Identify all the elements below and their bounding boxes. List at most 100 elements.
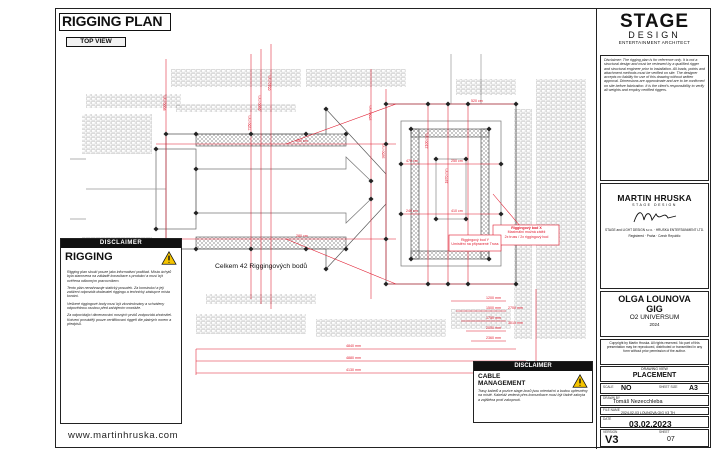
callouts xyxy=(448,224,560,252)
rigging-point xyxy=(248,246,254,252)
dim-v-5: 3850 mm xyxy=(381,143,386,159)
cable-disclaimer-title: CABLE MANAGEMENT xyxy=(478,373,526,387)
project-artist: OLGA LOUNOVA xyxy=(618,294,691,304)
drawn-label: DRAWN BY xyxy=(603,396,621,400)
dim-small-2: 240 cm xyxy=(406,209,418,213)
dim-h-0: 4840 mm xyxy=(346,344,361,348)
dim-h-2: 4130 mm xyxy=(346,368,361,372)
dim-v-2: 7350 mm xyxy=(247,115,252,131)
dim-small-1: 250 cm xyxy=(451,159,463,163)
size-value: A3 xyxy=(689,385,698,392)
sheet-value: 07 xyxy=(667,436,675,443)
date-label: DATE xyxy=(603,417,612,421)
size-label: SHEET SIZE xyxy=(659,385,678,389)
callout-x-line2: 2x truss / 2x riggingový bod xyxy=(504,234,549,239)
file-row: FILE NAME 2024-02-03 LOUNOVA GIG V3 TH xyxy=(600,407,709,415)
signature-icon xyxy=(633,212,676,223)
rigging-point xyxy=(433,156,439,162)
center-label: Celkem 42 Riggingových bodů xyxy=(215,263,308,270)
dim-v-0: 6510 mm xyxy=(267,75,272,91)
rigging-point xyxy=(513,281,519,287)
dim-h-6: 2000 mm xyxy=(486,326,501,330)
rigging-disclaimer: DISCLAIMER RIGGING Rigging plan slouží p… xyxy=(60,238,182,424)
rigging-point xyxy=(368,178,374,184)
rigging-point xyxy=(465,281,471,287)
project-venue: O2 UNIVERSUM xyxy=(629,314,680,321)
designer-address: STAGE and LIGHT DESIGN s.r.o. · HRUSKA E… xyxy=(605,228,705,232)
rigging-point xyxy=(323,266,329,272)
project-year: 2024 xyxy=(649,322,660,327)
rigging-point xyxy=(498,161,504,167)
cable-disclaimer-text: Trasy kabelů a pozice stage-boxů jsou or… xyxy=(478,389,588,402)
dim-h-4: 1500 mm xyxy=(486,306,501,310)
callout-x-title: Riggingový bod X xyxy=(511,226,542,230)
rigging-point xyxy=(383,236,389,242)
warning-icon xyxy=(572,374,588,388)
dim-v-6: 2100 mm xyxy=(424,133,429,149)
dim-h-5: 1750 mm xyxy=(486,316,501,320)
rigging-point xyxy=(163,131,169,137)
drawing-view-value: PLACEMENT xyxy=(632,372,677,379)
rigging-points xyxy=(153,101,519,287)
project-box: OLGA LOUNOVA GIG O2 UNIVERSUM 2024 xyxy=(600,291,709,337)
copyright-note: Copyright by Martin Hruska. All rights r… xyxy=(600,339,709,365)
designer-subtitle: STAGE DESIGN xyxy=(632,203,677,207)
stage-design-logo: STAGE DESIGN ENTERTAINMENT ARCHITECT xyxy=(597,11,712,46)
rigging-plan-drawing xyxy=(70,44,586,375)
rigging-point xyxy=(498,211,504,217)
dim-small-4: 350 cm xyxy=(296,139,308,143)
rigging-paragraph-3: Veškeré riggingové body musí být zkontro… xyxy=(67,301,165,311)
website-url[interactable]: www.martinhruska.com xyxy=(68,430,179,441)
dim-small-6: 520 cm xyxy=(471,99,483,103)
drawing-area: 4840 mm 4880 mm 4130 mm 1200 mm 1500 mm … xyxy=(56,9,597,449)
scale-value: NO xyxy=(621,385,632,392)
callout-y-line1: Umístění na připravené Truss xyxy=(451,242,499,247)
rigging-point xyxy=(303,131,309,137)
drawing-view-label: DRAWING VIEW xyxy=(641,367,668,371)
dim-v-3: 8000 mm xyxy=(162,95,167,111)
version-sheet-row: VERSION V3 SHEET 07 xyxy=(600,429,709,447)
dim-h-8: 2700 mm xyxy=(508,306,523,310)
rigging-paragraph-2: Tento plán nenahrazuje statický posudek.… xyxy=(67,285,170,299)
dim-small-0: 470 cm xyxy=(406,159,418,163)
file-value: 2024-02-03 LOUNOVA GIG V3 TH xyxy=(621,411,675,415)
dimension-labels: 4840 mm 4880 mm 4130 mm 1200 mm 1500 mm … xyxy=(56,9,596,449)
callout-x-line1: Maximální možná zátěž xyxy=(507,230,546,235)
dim-h-1: 4880 mm xyxy=(346,356,361,360)
dim-h-9: 3010 mm xyxy=(508,321,523,325)
callout-y-title: Riggingový bod Y xyxy=(460,238,490,242)
rigging-point xyxy=(368,196,374,202)
sheet-label: SHEET xyxy=(659,430,670,434)
drawn-by-row: DRAWN BY Tomáš Nezecchleba xyxy=(600,395,709,406)
scale-label: SCALE xyxy=(603,385,614,389)
date-row: DATE 03.02.2023 xyxy=(600,416,709,429)
rigging-point xyxy=(153,226,159,232)
callout-y: Riggingový bod Y Umístění na připravené … xyxy=(450,238,500,247)
rigging-point xyxy=(153,146,159,152)
dim-v-1: 6900 mm xyxy=(257,95,262,111)
callout-x: Riggingový bod X Maximální možná zátěž 2… xyxy=(495,226,558,239)
dim-small-5: 280 cm xyxy=(296,234,308,238)
warning-icon xyxy=(161,251,177,265)
titleblock-disclaimer: Disclaimer: The rigging plan is for refe… xyxy=(600,55,709,181)
designer-registration: Registered · Praha · Czech Republic xyxy=(628,234,681,238)
rigging-paragraph-4: Za odpovídající dimenzování nosných prvk… xyxy=(67,313,172,326)
dim-h-7: 2360 mm xyxy=(486,336,501,340)
rigging-disclaimer-text: Rigging plan slouží pouze jako informati… xyxy=(61,268,181,328)
version-value: V3 xyxy=(605,434,619,446)
cable-disclaimer-header: DISCLAIMER xyxy=(474,362,592,371)
date-value: 03.02.2023 xyxy=(629,419,672,429)
version-label: VERSION xyxy=(603,430,618,434)
designer-name: MARTIN HRUSKA xyxy=(617,193,692,203)
rigging-point xyxy=(193,166,199,172)
cable-disclaimer: DISCLAIMER CABLE MANAGEMENT Trasy kabelů… xyxy=(473,361,593,423)
rigging-disclaimer-title: RIGGING xyxy=(65,251,113,263)
rigging-point xyxy=(433,216,439,222)
title-block: STAGE DESIGN ENTERTAINMENT ARCHITECT Dis… xyxy=(597,9,712,449)
rigging-point xyxy=(193,131,199,137)
rigging-point xyxy=(193,210,199,216)
logo-line-3: ENTERTAINMENT ARCHITECT xyxy=(618,40,691,45)
view-label: TOP VIEW xyxy=(66,37,126,47)
logo-line-1: STAGE xyxy=(619,11,690,32)
drawing-sheet: 4840 mm 4880 mm 4130 mm 1200 mm 1500 mm … xyxy=(55,8,712,449)
